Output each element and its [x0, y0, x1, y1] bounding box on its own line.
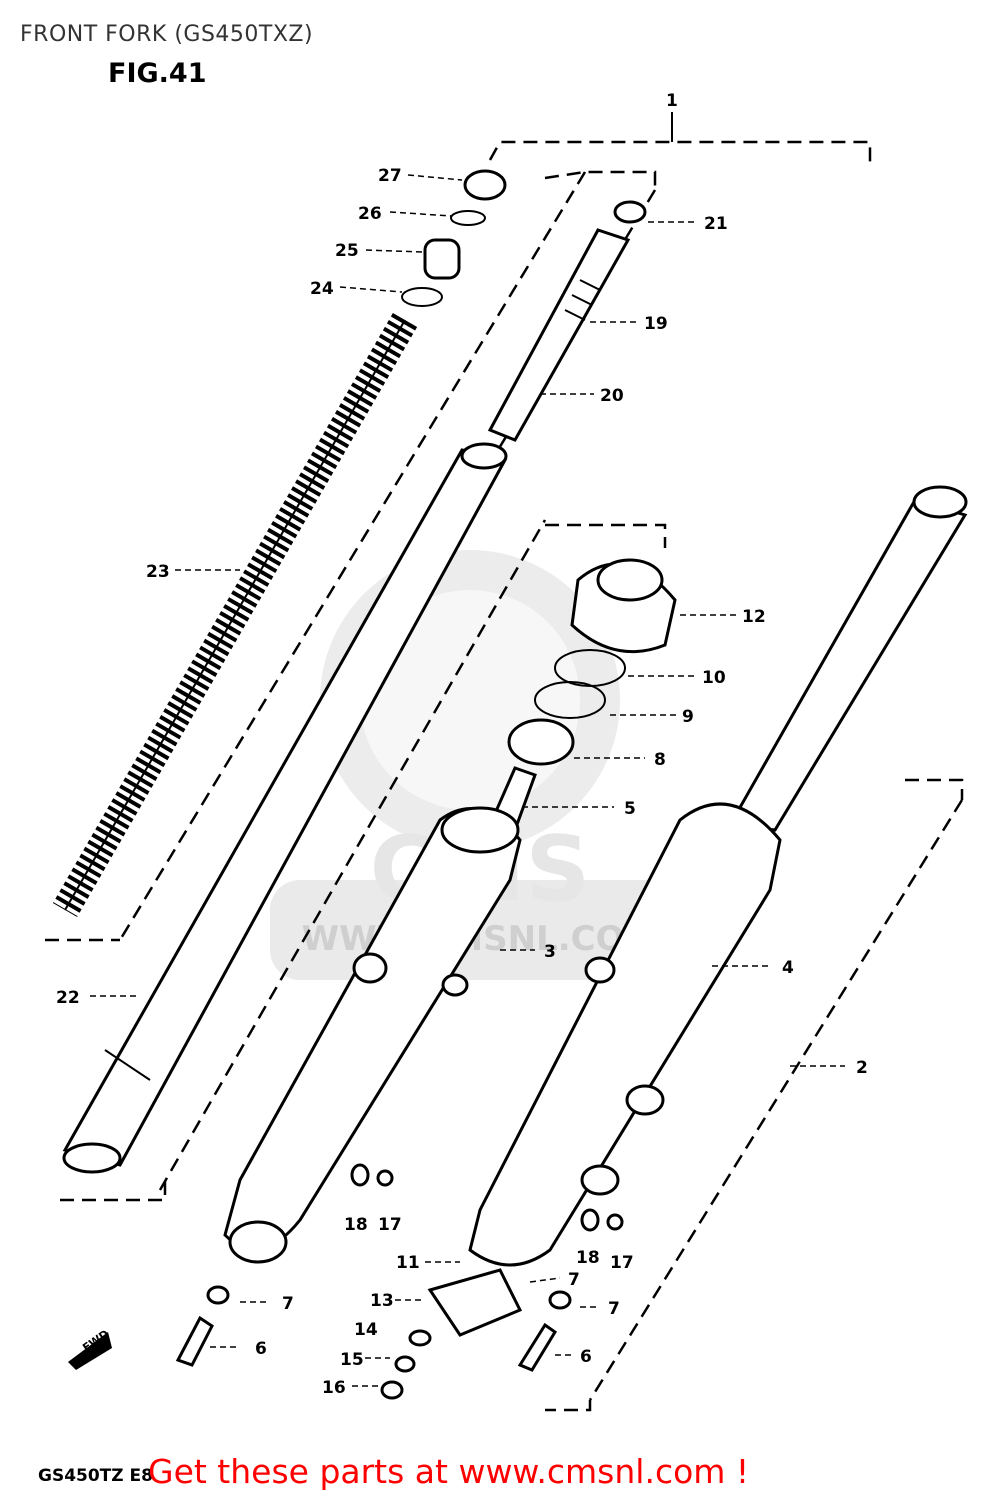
left-outer-tube [223, 806, 522, 1264]
callout-13: 13 [370, 1291, 394, 1311]
callout-24: 24 [310, 279, 334, 299]
callout-8: 8 [654, 750, 666, 770]
callout-11: 11 [396, 1253, 420, 1273]
callout-5: 5 [624, 799, 636, 819]
callout-7a: 7 [282, 1294, 294, 1314]
callout-2: 2 [856, 1058, 868, 1078]
callout-3: 3 [544, 942, 556, 962]
callout-9: 9 [682, 707, 694, 727]
callout-16: 16 [322, 1378, 346, 1398]
callout-20: 20 [600, 386, 624, 406]
damper-rod [487, 200, 647, 442]
figure-label: FIG.41 [108, 58, 207, 89]
callout-6a: 6 [255, 1339, 267, 1359]
callout-10: 10 [702, 668, 726, 688]
callout-17b: 17 [610, 1253, 634, 1273]
callout-18a: 18 [344, 1215, 368, 1235]
callout-25: 25 [335, 241, 359, 261]
callout-14: 14 [354, 1320, 378, 1340]
fork-spring [52, 313, 418, 917]
model-code: GS450TZ E8 [38, 1466, 153, 1486]
callout-7c: 7 [608, 1299, 620, 1319]
inner-tube [62, 442, 508, 1174]
callout-26: 26 [358, 204, 382, 224]
group-frame-right [545, 778, 964, 1412]
callout-21: 21 [704, 214, 728, 234]
leader-lines [90, 174, 845, 1387]
callout-22: 22 [56, 988, 80, 1008]
callout-1: 1 [666, 91, 678, 111]
callout-labels: 1 2 3 4 5 6 6 7 7 7 8 9 10 11 12 13 14 1… [56, 91, 868, 1398]
small-hardware [175, 1163, 624, 1400]
cta-link[interactable]: Get these parts at www.cmsnl.com ! [148, 1452, 750, 1491]
callout-18b: 18 [576, 1248, 600, 1268]
callout-23: 23 [146, 562, 170, 582]
top-cap-parts [401, 169, 507, 307]
callout-15: 15 [340, 1350, 364, 1370]
callout-27: 27 [378, 166, 402, 186]
callout-6b: 6 [580, 1347, 592, 1367]
page-title: FRONT FORK (GS450TXZ) [20, 22, 314, 47]
fwd-arrow-icon: FWD [68, 1327, 112, 1370]
callout-19: 19 [644, 314, 668, 334]
right-outer-tube [427, 485, 968, 1337]
callout-4: 4 [782, 958, 794, 978]
seal-stack [487, 558, 677, 832]
callout-17a: 17 [378, 1215, 402, 1235]
assembly-bracket-1 [488, 112, 872, 168]
callout-12: 12 [742, 607, 766, 627]
callout-7b: 7 [568, 1270, 580, 1290]
